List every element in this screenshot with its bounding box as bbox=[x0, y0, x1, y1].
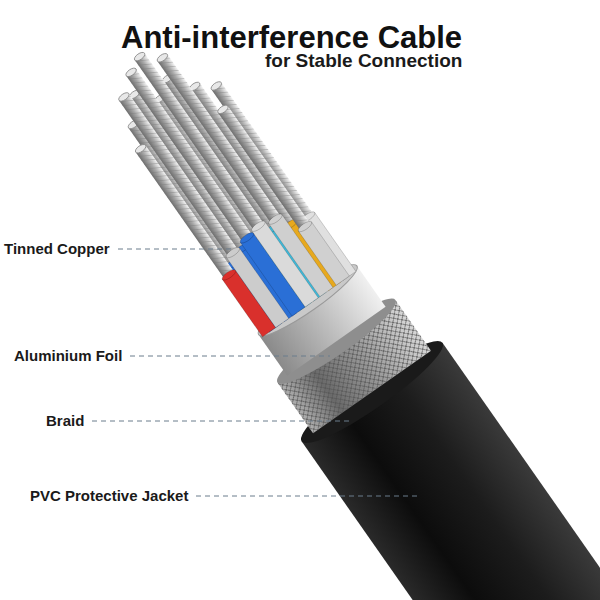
conductor-end bbox=[210, 80, 223, 92]
sheath-end bbox=[250, 219, 267, 233]
part-label: Aluminium Foil bbox=[14, 347, 122, 364]
leader-line bbox=[118, 249, 232, 250]
conductor-strands bbox=[126, 69, 252, 241]
wire bbox=[131, 50, 318, 307]
leader-line bbox=[92, 421, 352, 422]
conductor-end bbox=[134, 143, 147, 155]
tinned-conductor bbox=[135, 53, 264, 229]
wire bbox=[116, 90, 289, 328]
sheath-end bbox=[239, 231, 256, 245]
wire-sheath bbox=[252, 222, 318, 307]
conductor-strands bbox=[135, 53, 264, 229]
leader-line bbox=[196, 496, 420, 497]
cable-body bbox=[66, 6, 600, 600]
conductor-end bbox=[216, 103, 229, 115]
conductor-end bbox=[117, 91, 130, 103]
sheath-end bbox=[221, 268, 238, 282]
tinned-conductor bbox=[126, 69, 252, 241]
sheath-end bbox=[225, 246, 242, 260]
wire bbox=[123, 65, 305, 316]
leader-line bbox=[130, 356, 330, 357]
part-label: Braid bbox=[46, 412, 84, 429]
part-label: PVC Protective Jacket bbox=[30, 487, 188, 504]
conductor-end bbox=[124, 66, 137, 78]
sheath-end bbox=[297, 219, 314, 233]
sheath-end bbox=[267, 212, 284, 226]
part-label: Tinned Copper bbox=[4, 240, 110, 257]
subtitle: for Stable Connection bbox=[265, 50, 462, 72]
